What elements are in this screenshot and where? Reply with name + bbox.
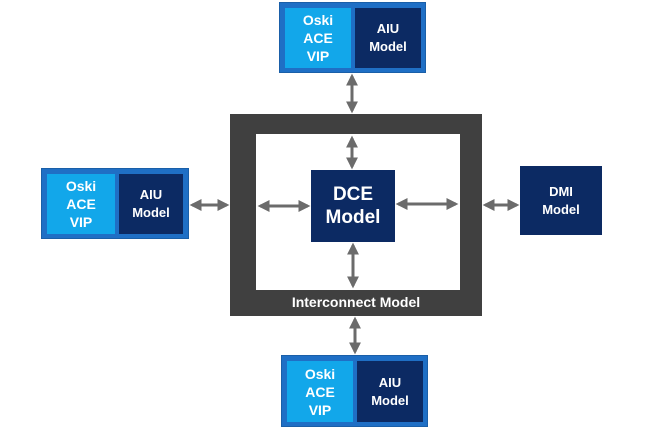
dce-label-line-1: DCE — [332, 184, 374, 205]
aiu-line-1: AIU — [376, 21, 400, 36]
bottom-aiu-model: AIU Model — [357, 361, 423, 422]
vip-line-2: ACE — [305, 383, 335, 400]
aiu-line-1: AIU — [139, 187, 163, 202]
left-agent-group: Oski ACE VIP AIU Model — [41, 168, 189, 239]
vip-line-2: ACE — [66, 196, 96, 212]
top-agent-group: Oski ACE VIP AIU Model — [279, 2, 426, 73]
vip-line-1: Oski — [304, 365, 336, 382]
interconnect-model-label: Interconnect Model — [291, 294, 421, 310]
aiu-line-2: Model — [132, 205, 170, 220]
vip-line-3: VIP — [69, 214, 93, 230]
vip-line-1: Oski — [302, 12, 334, 28]
left-oski-ace-vip: Oski ACE VIP — [47, 174, 115, 234]
dmi-label-line-2: Model — [542, 201, 580, 217]
dce-label-line-2: Model — [325, 207, 381, 228]
bottom-agent-group: Oski ACE VIP AIU Model — [281, 355, 428, 427]
top-oski-ace-vip: Oski ACE VIP — [285, 8, 351, 68]
vip-line-1: Oski — [65, 178, 97, 194]
aiu-line-1: AIU — [378, 374, 402, 390]
top-aiu-model: AIU Model — [355, 8, 421, 68]
dmi-label-line-1: DMI — [549, 183, 573, 199]
left-aiu-model: AIU Model — [119, 174, 183, 234]
vip-line-2: ACE — [303, 30, 333, 46]
vip-line-3: VIP — [306, 48, 330, 64]
vip-line-3: VIP — [308, 401, 332, 418]
aiu-line-2: Model — [371, 392, 409, 408]
bottom-oski-ace-vip: Oski ACE VIP — [287, 361, 353, 422]
dce-model-box: DCE Model — [311, 170, 395, 242]
dmi-model-box: DMI Model — [520, 166, 602, 235]
aiu-line-2: Model — [369, 39, 407, 54]
